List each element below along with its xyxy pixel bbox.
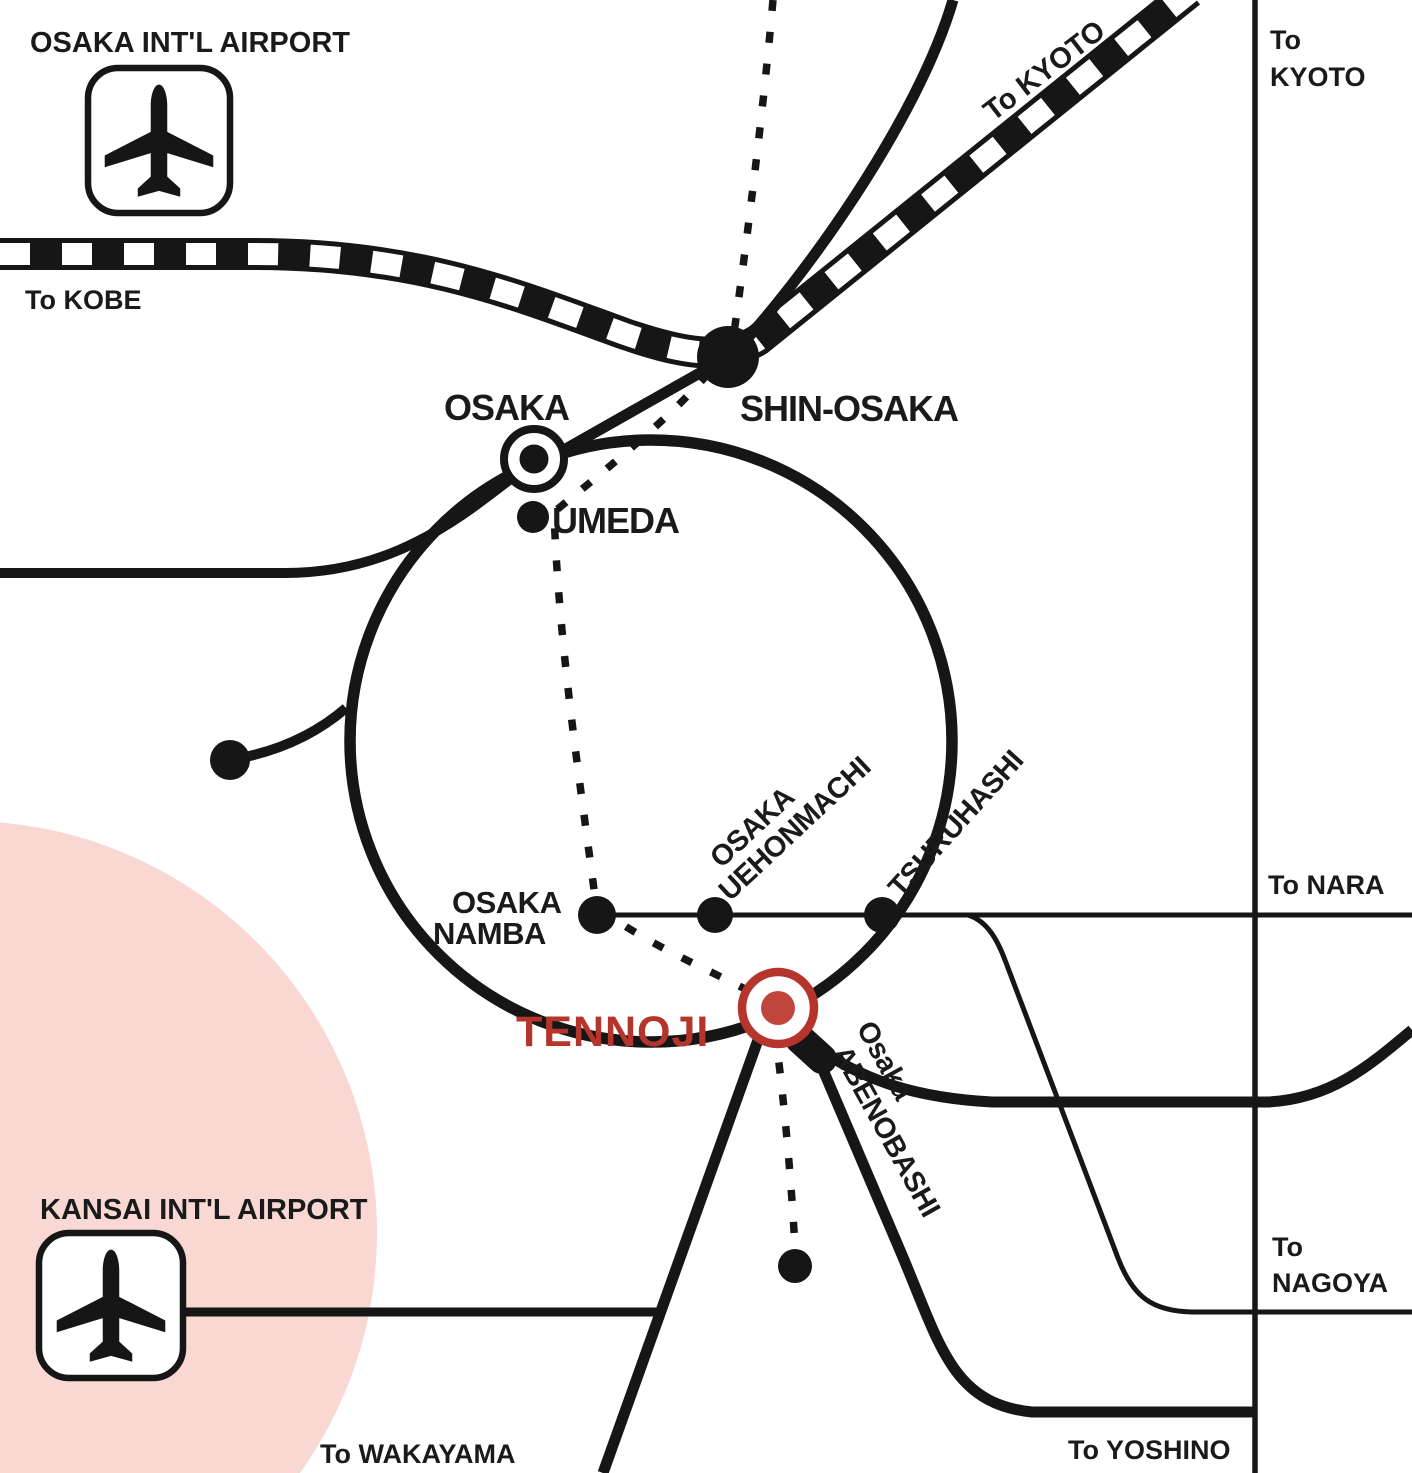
to-nara-label: To NARA	[1268, 870, 1384, 900]
yoshino-line	[806, 1041, 1255, 1418]
osaka-station-label: OSAKA	[444, 387, 570, 428]
svg-text:OSAKA: OSAKA	[452, 885, 562, 920]
to-kyoto-label: To KYOTO	[1270, 25, 1366, 92]
svg-text:To: To	[1272, 1232, 1303, 1262]
svg-text:To: To	[1270, 25, 1301, 55]
shin-osaka-station-dot	[697, 326, 759, 388]
nagoya-line	[967, 912, 1412, 1315]
osaka-namba-station-dot	[578, 896, 616, 934]
svg-text:NAMBA: NAMBA	[433, 916, 546, 951]
subway-midosuji-line	[550, 0, 799, 1249]
jr-kyoto-line	[545, 352, 731, 464]
umeda-station-dot	[517, 501, 549, 533]
osaka-uehonmachi-station-label: OSAKA UEHONMACHI	[704, 751, 877, 907]
kyoto-line-north	[727, 0, 959, 360]
abenobashi-east-line	[810, 1025, 1412, 1108]
umeda-station-label: UMEDA	[552, 500, 680, 541]
osaka-airport-label: OSAKA INT'L AIRPORT	[30, 27, 350, 59]
west-spur-terminus-dot	[210, 740, 250, 780]
to-wakayama-label: To WAKAYAMA	[320, 1439, 516, 1469]
svg-text:KYOTO: KYOTO	[1270, 62, 1366, 92]
to-kobe-label: To KOBE	[25, 285, 142, 315]
subway-south-terminus-dot	[778, 1249, 812, 1283]
svg-text:NAGOYA: NAGOYA	[1272, 1268, 1388, 1298]
osaka-station-marker	[500, 425, 568, 493]
tsuruhashi-station-dot	[864, 897, 900, 933]
osaka-namba-station-label: OSAKA NAMBA	[433, 885, 562, 951]
wakayama-line	[597, 1010, 774, 1473]
tennoji-station-marker	[737, 967, 819, 1049]
shin-osaka-station-label: SHIN-OSAKA	[740, 388, 959, 429]
to-nagoya-label: To NAGOYA	[1272, 1232, 1388, 1298]
osaka-loop-line	[344, 434, 958, 1048]
airplane-icon	[104, 84, 214, 197]
osaka-airport-icon	[84, 64, 234, 217]
kansai-airport-label: KANSAI INT'L AIRPORT	[40, 1194, 368, 1226]
tennoji-station-label: TENNOJI	[516, 1008, 709, 1056]
airplane-icon	[56, 1249, 166, 1362]
kansai-airport-icon	[35, 1229, 187, 1382]
to-yoshino-label: To YOSHINO	[1068, 1435, 1231, 1465]
osaka-uehonmachi-station-dot	[697, 897, 733, 933]
osaka-abenobashi-station-dot	[785, 1024, 837, 1074]
